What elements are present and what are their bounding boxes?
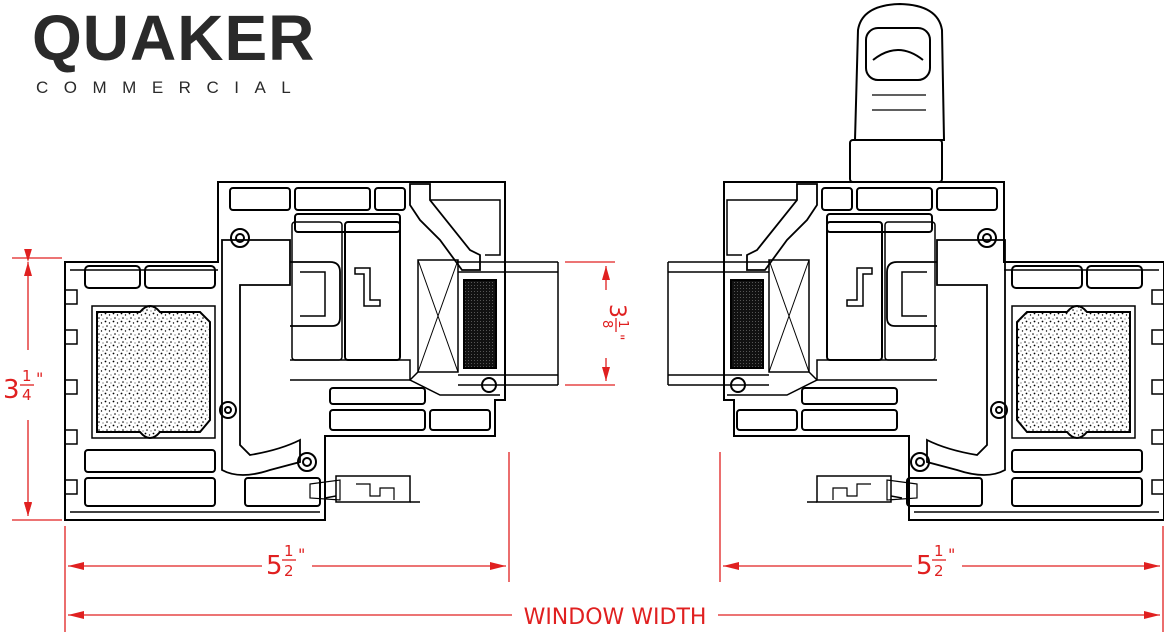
svg-text:5: 5: [266, 551, 283, 581]
svg-text:": ": [948, 545, 955, 564]
left-glass-spacer: [463, 279, 497, 369]
svg-text:1: 1: [22, 367, 32, 385]
svg-text:2: 2: [284, 562, 294, 580]
svg-text:8: 8: [599, 320, 614, 328]
dim-window-width-label: WINDOW WIDTH: [524, 605, 707, 630]
dim-glass-label: 3 1 8 ": [599, 304, 630, 340]
right-thermal-foam: [1016, 305, 1131, 439]
svg-text:3: 3: [3, 375, 20, 405]
svg-text:": ": [298, 545, 305, 564]
svg-text:": ": [36, 369, 43, 388]
logo-brand: QUAKER: [32, 2, 316, 74]
right-outer-frame: [723, 181, 1164, 521]
left-outer-frame: [64, 181, 506, 521]
dim-right-width-label: 5 1 2 ": [916, 542, 955, 581]
quaker-commercial-logo: QUAKER COMMERCIAL: [28, 2, 328, 102]
window-handle: [849, 2, 946, 183]
svg-text:3: 3: [604, 304, 629, 318]
svg-text:4: 4: [22, 386, 32, 404]
left-thermal-foam: [96, 305, 211, 439]
svg-text:": ": [610, 334, 626, 340]
svg-text:1: 1: [934, 542, 944, 560]
logo-subtitle: COMMERCIAL: [36, 78, 307, 97]
left-frame-section: [64, 181, 559, 521]
svg-text:1: 1: [615, 320, 630, 328]
svg-text:5: 5: [916, 551, 933, 581]
dim-left-width-label: 5 1 2 ": [266, 542, 305, 581]
right-frame-section: [667, 181, 1164, 521]
dimension-lines: [12, 249, 1164, 632]
right-glass-spacer: [730, 279, 764, 369]
dim-height-label: 3 1 4 ": [3, 367, 43, 405]
svg-text:1: 1: [284, 542, 294, 560]
svg-text:2: 2: [934, 562, 944, 580]
